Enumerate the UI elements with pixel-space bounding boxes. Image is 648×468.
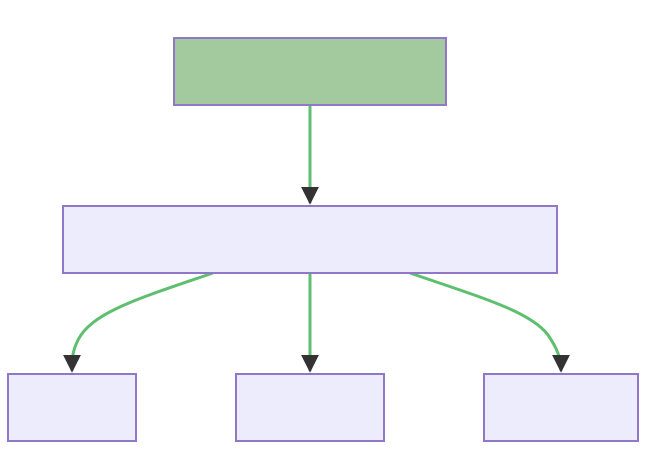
node-leaf-left-box[interactable] xyxy=(7,373,137,442)
node-leaf-right-box[interactable] xyxy=(483,373,639,442)
node-leaf-left[interactable] xyxy=(7,373,137,442)
node-root-box[interactable] xyxy=(173,37,447,106)
node-root[interactable] xyxy=(173,37,447,106)
node-leaf-right[interactable] xyxy=(483,373,639,442)
node-leaf-center-box[interactable] xyxy=(235,373,385,442)
edge-middle-to-leaf-right xyxy=(409,271,570,373)
edge-middle-to-leaf-left xyxy=(63,271,214,373)
node-leaf-center[interactable] xyxy=(235,373,385,442)
node-middle[interactable] xyxy=(62,205,558,274)
node-middle-box[interactable] xyxy=(62,205,558,274)
nodes-group xyxy=(7,37,639,442)
edges-group xyxy=(63,105,570,373)
